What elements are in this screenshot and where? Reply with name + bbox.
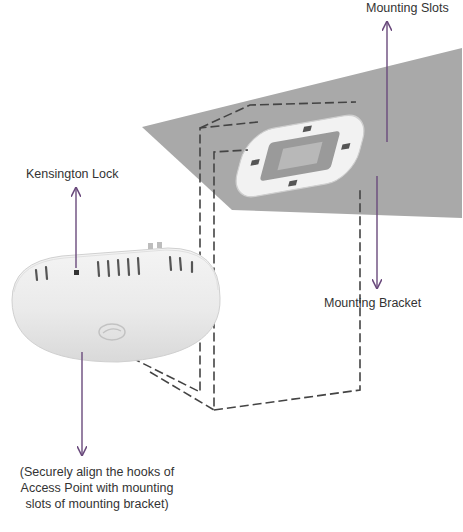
part-label: Kensington Lock bbox=[26, 166, 146, 182]
ceiling-panel bbox=[142, 48, 462, 218]
leader-lines bbox=[76, 22, 387, 455]
part-label: Mounting Slots bbox=[366, 0, 461, 16]
part-label: Mounting Bracket bbox=[324, 295, 460, 311]
kensington-slot bbox=[74, 270, 79, 275]
instruction-note: (Securely align the hooks of Access Poin… bbox=[12, 464, 182, 512]
mounting-bracket bbox=[230, 111, 370, 201]
access-point bbox=[12, 242, 220, 362]
